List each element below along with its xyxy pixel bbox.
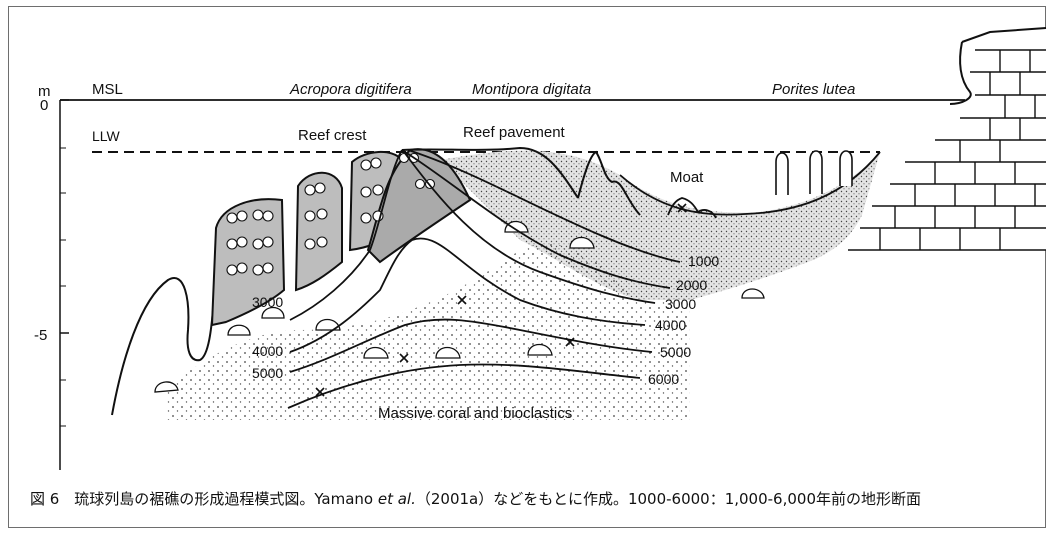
caption-italic: et al. bbox=[378, 490, 416, 508]
species-label-acropora: Acropora digitifera bbox=[289, 81, 412, 98]
species-label-montipora: Montipora digitata bbox=[472, 81, 591, 98]
isochron-label-2000: 2000 bbox=[676, 277, 707, 293]
llw-label: LLW bbox=[92, 128, 121, 144]
limestone-cliff bbox=[842, 28, 1046, 250]
caption-suffix: （2001a）などをもとに作成。1000-6000：1,000-6,000年前の… bbox=[416, 490, 921, 508]
species-label-porites: Porites lutea bbox=[772, 81, 855, 98]
axis-tick-minus-5: -5 bbox=[34, 327, 47, 344]
figure-caption: 図 6 琉球列島の裾礁の形成過程模式図。Yamano et al.（2001a）… bbox=[30, 488, 921, 509]
reef-crest-buttresses bbox=[212, 149, 470, 325]
zone-label-moat: Moat bbox=[670, 169, 704, 186]
isochron-label-6000: 6000 bbox=[648, 371, 679, 387]
caption-prefix: 図 6 琉球列島の裾礁の形成過程模式図。Yamano bbox=[30, 490, 378, 508]
zone-label-reef-crest: Reef crest bbox=[298, 127, 367, 144]
isochron-label-3000: 3000 bbox=[665, 296, 696, 312]
depth-axis: m 0 -5 bbox=[34, 83, 69, 470]
isochron-label-4000: 4000 bbox=[655, 317, 686, 333]
isochron-label-left-4000: 4000 bbox=[252, 343, 283, 359]
isochron-label-left-3000: 3000 bbox=[252, 294, 283, 310]
isochron-label-left-5000: 5000 bbox=[252, 365, 283, 381]
axis-tick-0: 0 bbox=[40, 97, 48, 114]
isochron-label-5000: 5000 bbox=[660, 344, 691, 360]
zone-label-reef-pavement: Reef pavement bbox=[463, 124, 566, 141]
zone-label-massive-coral: Massive coral and bioclastics bbox=[378, 405, 572, 422]
msl-label: MSL bbox=[92, 81, 123, 98]
isochron-label-1000: 1000 bbox=[688, 253, 719, 269]
